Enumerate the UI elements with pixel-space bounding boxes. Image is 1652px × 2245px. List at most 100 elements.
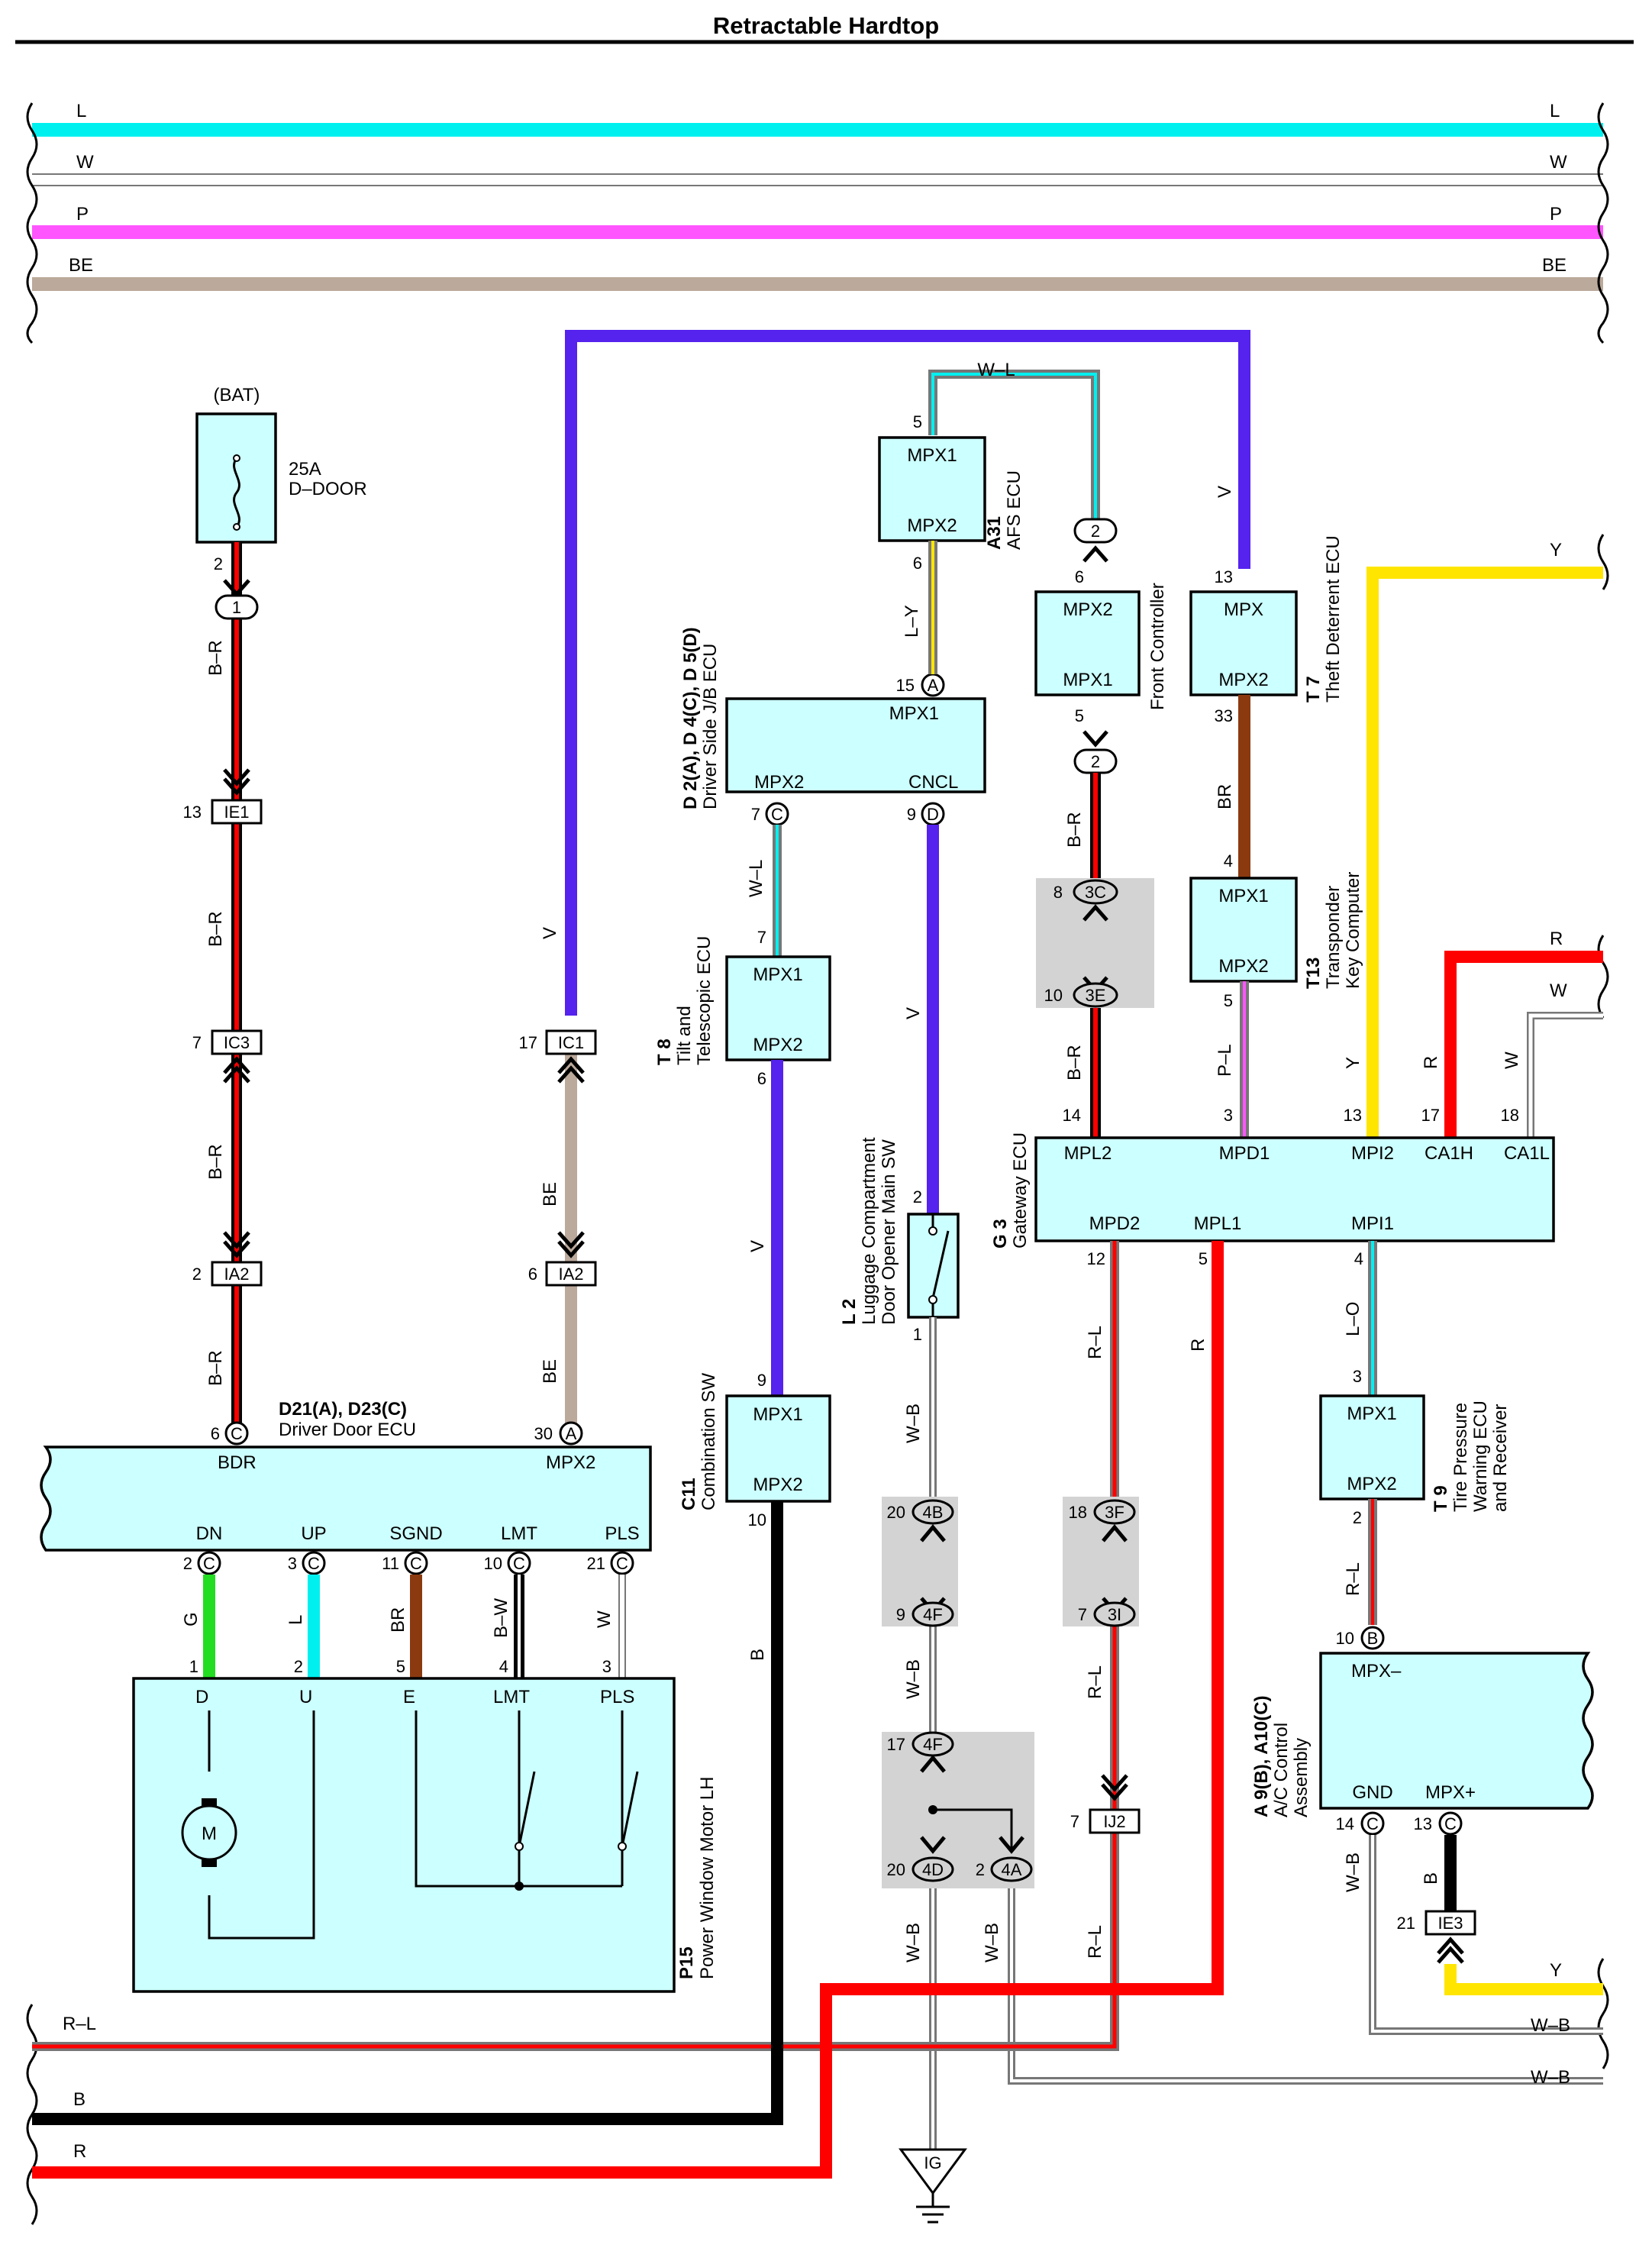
svg-text:MPL1: MPL1 (1194, 1213, 1242, 1234)
svg-text:MPX2: MPX2 (546, 1452, 595, 1473)
svg-text:R–L: R–L (63, 2014, 96, 2034)
svg-text:25A: 25A (289, 459, 321, 480)
svg-text:L–O: L–O (1343, 1302, 1363, 1336)
front-controller: 2 MPX2 MPX1 6 5 2 Front Controller (1034, 518, 1168, 774)
svg-text:4D: 4D (922, 1860, 944, 1879)
svg-text:A: A (928, 676, 939, 695)
svg-text:IC3: IC3 (224, 1033, 250, 1052)
svg-text:W–B: W–B (1531, 2067, 1570, 2088)
connector-ic1: IC1 17 (519, 1029, 597, 1084)
svg-text:Warning ECU: Warning ECU (1470, 1400, 1491, 1512)
svg-text:B–R: B–R (1064, 812, 1085, 848)
svg-text:IJ2: IJ2 (1103, 1812, 1125, 1831)
transponder-key-computer: MPX1 MPX2 5 P–L 3 T13 Transponder Key Co… (1189, 872, 1363, 1138)
svg-text:GND: GND (1352, 1782, 1392, 1803)
svg-text:UP: UP (301, 1523, 326, 1544)
svg-text:L: L (76, 101, 86, 121)
svg-text:5: 5 (1199, 1249, 1208, 1268)
svg-text:MPX1: MPX1 (753, 1404, 802, 1425)
svg-text:1: 1 (189, 1657, 198, 1676)
svg-text:G: G (181, 1612, 202, 1626)
svg-text:MPL2: MPL2 (1064, 1143, 1112, 1164)
svg-text:20: 20 (887, 1503, 905, 1522)
svg-text:MPX1: MPX1 (907, 445, 957, 466)
svg-text:13: 13 (183, 803, 202, 822)
svg-text:4F: 4F (923, 1735, 943, 1754)
svg-text:6: 6 (528, 1265, 537, 1284)
svg-text:W–B: W–B (1343, 1853, 1363, 1892)
svg-text:IG: IG (924, 2153, 941, 2172)
svg-text:R: R (1550, 929, 1563, 949)
svg-text:2: 2 (913, 1187, 922, 1206)
svg-text:MPX2: MPX2 (753, 1035, 802, 1055)
svg-text:W–B: W–B (982, 1923, 1002, 1962)
svg-text:1: 1 (913, 1325, 922, 1344)
ac-control-assembly: B 10 MPX– GND MPX+ A 9(B), A10(C) A/C Co… (1251, 1626, 1594, 1836)
svg-text:P15: P15 (676, 1946, 697, 1979)
svg-text:BE: BE (540, 1359, 560, 1384)
svg-text:Telescopic ECU: Telescopic ECU (694, 936, 715, 1065)
svg-text:Driver Side J/B ECU: Driver Side J/B ECU (700, 644, 721, 809)
wire-b-r-left: B–R B–R B–R B–R (205, 542, 242, 1428)
svg-text:CA1L: CA1L (1504, 1143, 1550, 1164)
svg-text:Assembly: Assembly (1291, 1738, 1312, 1817)
svg-text:D 2(A), D 4(C), D 5(D): D 2(A), D 4(C), D 5(D) (680, 627, 701, 809)
svg-text:10: 10 (1044, 986, 1063, 1005)
svg-text:G 3: G 3 (990, 1219, 1011, 1248)
svg-text:8: 8 (1053, 883, 1063, 902)
svg-text:(BAT): (BAT) (214, 385, 260, 405)
svg-text:BE: BE (69, 255, 93, 276)
svg-text:Y: Y (1550, 1960, 1562, 1981)
svg-text:MPX2: MPX2 (1063, 599, 1112, 620)
svg-text:C: C (771, 805, 783, 824)
bus-line-P: P P (32, 204, 1603, 239)
svg-text:Transponder: Transponder (1323, 886, 1344, 989)
svg-text:MPX: MPX (1224, 599, 1263, 620)
svg-text:B: B (73, 2089, 86, 2110)
svg-text:CNCL: CNCL (908, 772, 958, 793)
wire-r-mpl1: R R (32, 1241, 1224, 2179)
svg-text:6: 6 (211, 1424, 220, 1443)
svg-text:W: W (76, 152, 94, 173)
fuse-d-door: (BAT) 25A D–DOOR 2 (195, 385, 367, 573)
svg-text:D21(A), D23(C): D21(A), D23(C) (279, 1399, 407, 1420)
svg-text:BR: BR (388, 1607, 408, 1633)
svg-text:2: 2 (976, 1860, 985, 1879)
svg-text:2: 2 (1091, 752, 1100, 771)
svg-text:B–W: B–W (491, 1598, 511, 1638)
svg-text:18: 18 (1501, 1106, 1519, 1125)
svg-text:MPX1: MPX1 (889, 703, 939, 724)
svg-text:4F: 4F (923, 1605, 943, 1624)
svg-text:30: 30 (534, 1424, 553, 1443)
svg-text:W: W (594, 1610, 615, 1628)
svg-text:L 2: L 2 (839, 1299, 860, 1325)
svg-text:W–L: W–L (746, 860, 766, 897)
luggage-compartment-sw: V 2 1 L 2 Luggage Compartment Door Opene… (839, 825, 960, 1344)
connector-ic3: IC3 7 (192, 1029, 263, 1084)
svg-text:C: C (1366, 1814, 1379, 1833)
svg-text:MPD2: MPD2 (1089, 1213, 1141, 1234)
connector-ij2: IJ2 7 (1070, 1774, 1141, 1834)
svg-text:4: 4 (1224, 851, 1233, 871)
afs-ecu: W–L MPX1 MPX2 5 6 L–Y A31 AFS ECU (878, 360, 1100, 674)
svg-text:C: C (231, 1424, 243, 1443)
svg-text:3: 3 (1224, 1106, 1233, 1125)
svg-text:Front Controller: Front Controller (1147, 583, 1168, 710)
svg-text:B–R: B–R (205, 911, 226, 947)
svg-text:R: R (1421, 1056, 1441, 1069)
svg-text:6: 6 (757, 1069, 766, 1088)
svg-text:MPX2: MPX2 (1218, 670, 1268, 690)
wire-ac-ground: W–B W–B B IE3 21 Y (1343, 1835, 1603, 2036)
svg-text:18: 18 (1069, 1503, 1087, 1522)
svg-text:MPX2: MPX2 (753, 1475, 802, 1495)
svg-text:MPX1: MPX1 (753, 964, 802, 985)
power-window-motor: D U E LMT PLS M P15 Power Window Motor L… (132, 1677, 718, 1993)
tilt-telescopic-ecu: W–L 7 MPX1 MPX2 6 T 8 Tilt and Telescopi… (654, 825, 831, 1396)
bus-line-W: W W (32, 152, 1603, 186)
svg-text:12: 12 (1087, 1249, 1105, 1268)
wire-be-ecu: BE BE V (540, 927, 577, 1428)
svg-text:BR: BR (1215, 784, 1235, 809)
svg-text:17: 17 (887, 1735, 905, 1754)
svg-text:MPX2: MPX2 (754, 772, 804, 793)
svg-text:BE: BE (540, 1182, 560, 1206)
